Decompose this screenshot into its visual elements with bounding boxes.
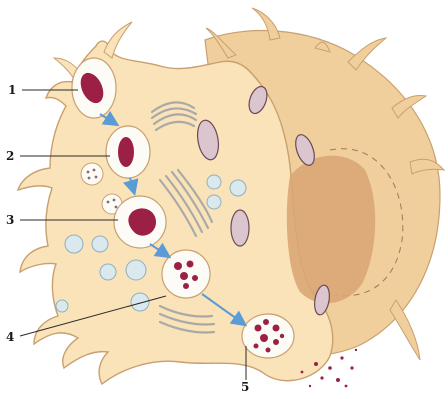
callout-label-3: 3 xyxy=(6,214,14,226)
phagosome-stage-1 xyxy=(72,58,116,118)
callout-label-5: 5 xyxy=(241,381,249,393)
phagolysosome-stage-3 xyxy=(114,196,166,248)
exocytosis-stage-5 xyxy=(242,314,294,358)
digestion-stage-4 xyxy=(162,250,210,298)
callout-label-1: 1 xyxy=(8,84,16,96)
callout-label-4: 4 xyxy=(6,331,14,343)
callout-label-2: 2 xyxy=(6,150,14,162)
phagosome-stage-2 xyxy=(106,126,150,178)
